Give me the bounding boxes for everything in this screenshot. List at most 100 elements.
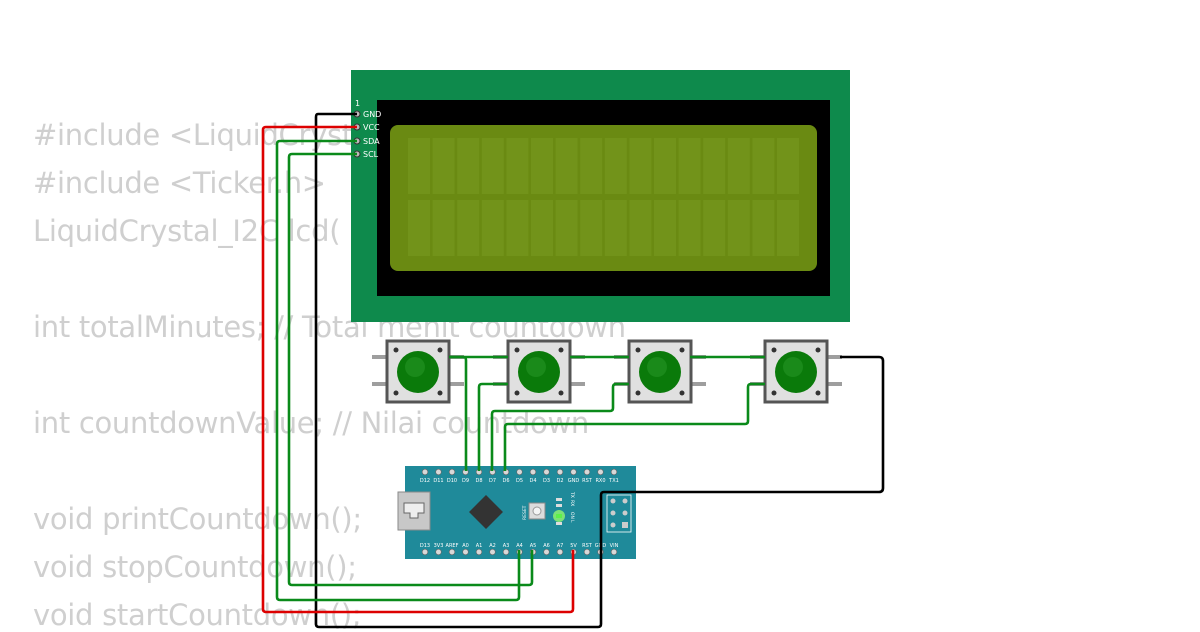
reset-label: RESET — [522, 505, 528, 520]
nano-pin-label: RX0 — [595, 478, 605, 484]
lcd-cell — [752, 138, 775, 194]
button-corner-dot — [514, 390, 520, 396]
microcontroller-chip — [469, 495, 503, 529]
nano-pin-label: GND — [568, 478, 580, 484]
button-leg — [449, 382, 464, 386]
icsp-header — [606, 494, 632, 533]
nano-pin-label: A0 — [462, 543, 469, 549]
nano-pin-rst[interactable] — [583, 468, 591, 476]
reset-button[interactable] — [528, 502, 546, 520]
nano-pin-d3[interactable] — [543, 468, 550, 476]
nano-pin-rst[interactable] — [583, 548, 591, 556]
lcd-pin-label-vcc: VCC — [363, 123, 380, 132]
button-corner-dot — [771, 347, 777, 353]
wire-gnd[interactable] — [314, 112, 603, 629]
led-rx — [556, 504, 562, 507]
nano-pin-a7[interactable] — [556, 548, 564, 556]
lcd-cell — [678, 200, 701, 256]
wire-button-2[interactable] — [477, 382, 508, 471]
button-corner-dot — [558, 390, 564, 396]
nano-pin-d4[interactable] — [529, 468, 537, 476]
lcd-cell — [629, 138, 652, 194]
nano-pin-a0[interactable] — [462, 548, 469, 556]
button-corner-dot — [558, 347, 564, 353]
nano-pin-3v3[interactable] — [435, 548, 442, 556]
nano-pin-a3[interactable] — [502, 548, 510, 556]
wire-button-4[interactable] — [503, 382, 765, 471]
nano-pin-gnd[interactable] — [570, 468, 577, 476]
lcd-character-grid — [408, 138, 799, 256]
wire-gnd-button[interactable] — [599, 355, 885, 553]
push-button-4[interactable] — [750, 339, 842, 404]
nano-pin-aref[interactable] — [448, 548, 456, 556]
push-buttons — [372, 339, 842, 404]
lcd-pin-one-marker: 1 — [355, 99, 360, 108]
button-corner-dot — [635, 347, 641, 353]
lcd-module[interactable]: 1 GND VCC SDA SCL — [351, 70, 850, 322]
usb-icon — [403, 502, 425, 519]
button-corner-dot — [393, 390, 399, 396]
nano-pin-d12[interactable] — [421, 468, 429, 476]
nano-pin-label: TX1 — [608, 478, 619, 484]
nano-pin-label: D12 — [420, 478, 430, 484]
button-leg — [372, 382, 387, 386]
nano-pin-d11[interactable] — [435, 468, 442, 476]
wire-sda[interactable] — [275, 139, 521, 602]
nano-pin-label: A6 — [543, 543, 550, 549]
nano-pin-label: D2 — [556, 478, 563, 484]
lcd-cell — [457, 200, 480, 256]
lcd-cell — [604, 138, 627, 194]
push-button-3[interactable] — [614, 339, 706, 404]
lcd-cell — [580, 138, 603, 194]
led-label-rx: RX — [569, 500, 575, 506]
nano-pin-label: 3V3 — [434, 543, 444, 549]
push-button-2[interactable] — [493, 339, 585, 404]
lcd-cell — [481, 138, 504, 194]
lcd-cell — [506, 138, 529, 194]
nano-pin-label: D6 — [502, 478, 509, 484]
nano-pin-label: RST — [582, 478, 593, 484]
nano-pin-a1[interactable] — [475, 548, 483, 556]
button-leg — [570, 382, 585, 386]
lcd-cell — [703, 138, 726, 194]
code-line-9: void printCountdown(); — [33, 502, 362, 536]
nano-pin-label: D9 — [462, 478, 469, 484]
lcd-cell — [752, 200, 775, 256]
nano-pin-tx1[interactable] — [610, 468, 618, 476]
lcd-cell — [555, 138, 578, 194]
lcd-cell — [654, 200, 676, 256]
nano-pin-d13[interactable] — [421, 548, 429, 556]
led-label-tx: TX — [569, 491, 575, 498]
nano-pin-vin[interactable] — [610, 548, 618, 556]
nano-pin-d5[interactable] — [516, 468, 523, 476]
nano-board — [405, 466, 636, 559]
lcd-pin-label-sda: SDA — [363, 137, 380, 146]
lcd-cell — [531, 200, 553, 256]
lcd-cell — [408, 138, 430, 194]
button-corner-dot — [514, 347, 520, 353]
nano-pin-label: A2 — [489, 543, 496, 549]
wire-button-3[interactable] — [490, 382, 629, 471]
nano-pin-a6[interactable] — [543, 548, 550, 556]
nano-pin-rx0[interactable] — [597, 468, 604, 476]
button-corner-dot — [815, 390, 821, 396]
nano-pin-a2[interactable] — [489, 548, 496, 556]
wire-button-1[interactable] — [449, 355, 468, 471]
nano-pin-d2[interactable] — [556, 468, 564, 476]
button-leg — [372, 355, 387, 359]
lcd-pin-label-gnd: GND — [363, 110, 381, 119]
wire-scl[interactable] — [287, 152, 534, 587]
led-tx — [556, 498, 562, 501]
nano-pin-d10[interactable] — [448, 468, 456, 476]
code-line-10: void stopCountdown(); — [33, 550, 357, 584]
button-cap-highlight — [526, 357, 546, 377]
push-button-1[interactable] — [372, 339, 464, 404]
lcd-cell — [408, 200, 430, 256]
nano-pin-label: D10 — [447, 478, 457, 484]
lcd-cell — [678, 138, 701, 194]
wire-vcc[interactable] — [261, 125, 575, 614]
lcd-cell — [654, 138, 676, 194]
lcd-cell — [777, 138, 799, 194]
